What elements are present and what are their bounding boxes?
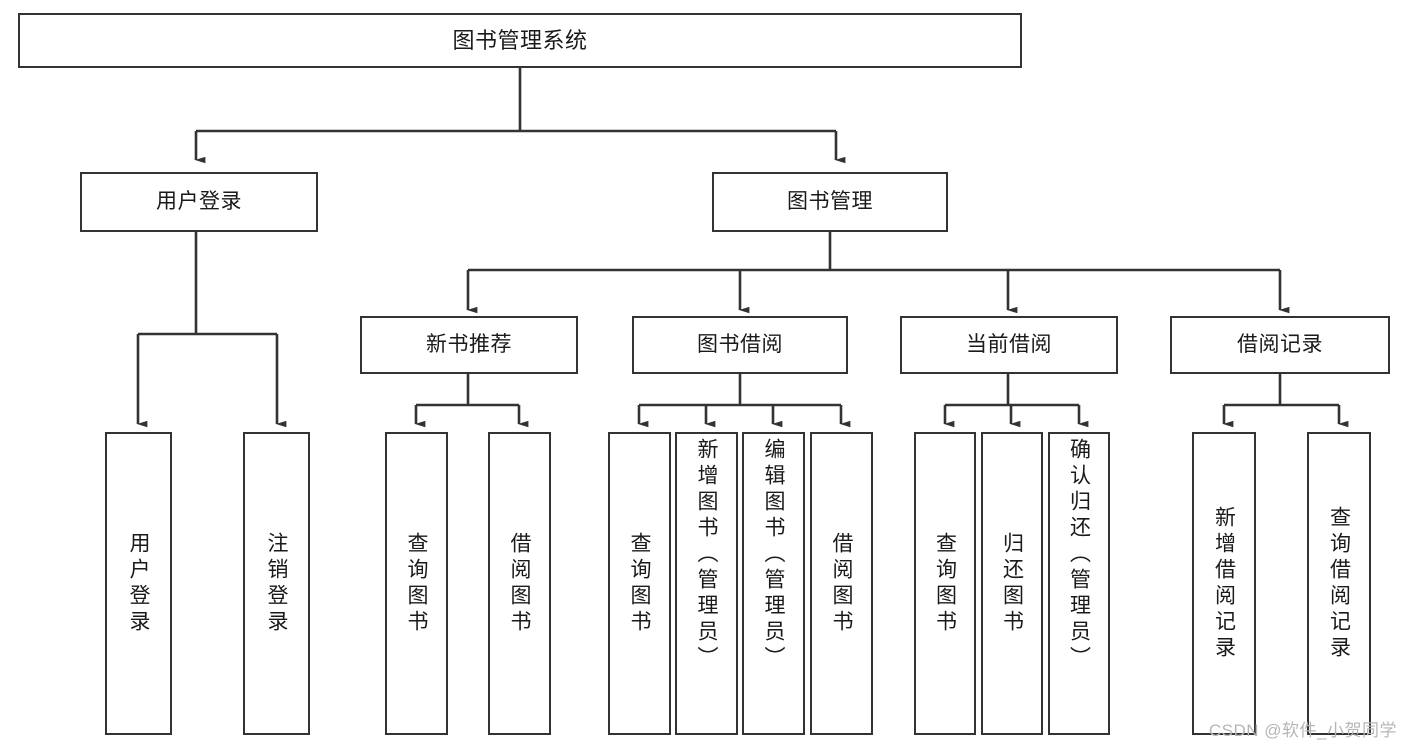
node-leaf-user-login-label: 用户登录 <box>127 531 150 636</box>
node-root-label: 图书管理系统 <box>452 27 588 53</box>
node-leaf-return-book[interactable]: 归还图书 <box>981 432 1043 735</box>
node-leaf-borrow-book-1[interactable]: 借阅图书 <box>488 432 551 735</box>
node-leaf-query-record-label: 查询借阅记录 <box>1327 505 1351 662</box>
node-leaf-add-record-label: 新增借阅记录 <box>1212 505 1236 662</box>
node-book-manage[interactable]: 图书管理 <box>712 172 948 232</box>
node-leaf-query-book-2[interactable]: 查询图书 <box>608 432 671 735</box>
watermark-text: CSDN @软件_小贺同学 <box>1208 721 1397 740</box>
node-leaf-query-book-2-label: 查询图书 <box>628 531 651 636</box>
node-leaf-borrow-book-2-label: 借阅图书 <box>830 531 853 636</box>
node-leaf-add-book-label: 新增图书（管理员） <box>695 438 718 672</box>
node-borrow-record[interactable]: 借阅记录 <box>1170 316 1390 374</box>
node-leaf-borrow-book-1-label: 借阅图书 <box>508 531 531 636</box>
node-leaf-edit-book[interactable]: 编辑图书（管理员） <box>742 432 805 735</box>
node-leaf-edit-book-label: 编辑图书（管理员） <box>762 438 785 672</box>
node-leaf-user-login[interactable]: 用户登录 <box>105 432 172 735</box>
node-leaf-add-book[interactable]: 新增图书（管理员） <box>675 432 738 735</box>
node-book-borrow-label: 图书借阅 <box>697 332 783 356</box>
node-current-borrow[interactable]: 当前借阅 <box>900 316 1118 374</box>
node-root[interactable]: 图书管理系统 <box>18 13 1022 68</box>
node-leaf-query-book-1-label: 查询图书 <box>405 531 428 636</box>
node-book-manage-label: 图书管理 <box>787 189 873 213</box>
node-leaf-logout[interactable]: 注销登录 <box>243 432 310 735</box>
node-leaf-query-book-3[interactable]: 查询图书 <box>914 432 976 735</box>
node-leaf-query-book-1[interactable]: 查询图书 <box>385 432 448 735</box>
node-leaf-confirm-return[interactable]: 确认归还（管理员） <box>1048 432 1110 735</box>
node-borrow-record-label: 借阅记录 <box>1237 332 1323 356</box>
node-book-borrow[interactable]: 图书借阅 <box>632 316 848 374</box>
node-current-borrow-label: 当前借阅 <box>966 332 1052 356</box>
node-leaf-confirm-return-label: 确认归还（管理员） <box>1067 438 1091 672</box>
node-leaf-query-book-3-label: 查询图书 <box>933 531 957 636</box>
node-user-login[interactable]: 用户登录 <box>80 172 318 232</box>
node-leaf-return-book-label: 归还图书 <box>1000 531 1024 636</box>
node-new-book-recommend-label: 新书推荐 <box>426 332 512 356</box>
node-user-login-label: 用户登录 <box>156 189 242 213</box>
node-leaf-borrow-book-2[interactable]: 借阅图书 <box>810 432 873 735</box>
node-leaf-query-record[interactable]: 查询借阅记录 <box>1307 432 1371 735</box>
node-leaf-logout-label: 注销登录 <box>265 531 288 636</box>
node-new-book-recommend[interactable]: 新书推荐 <box>360 316 578 374</box>
node-leaf-add-record[interactable]: 新增借阅记录 <box>1192 432 1256 735</box>
